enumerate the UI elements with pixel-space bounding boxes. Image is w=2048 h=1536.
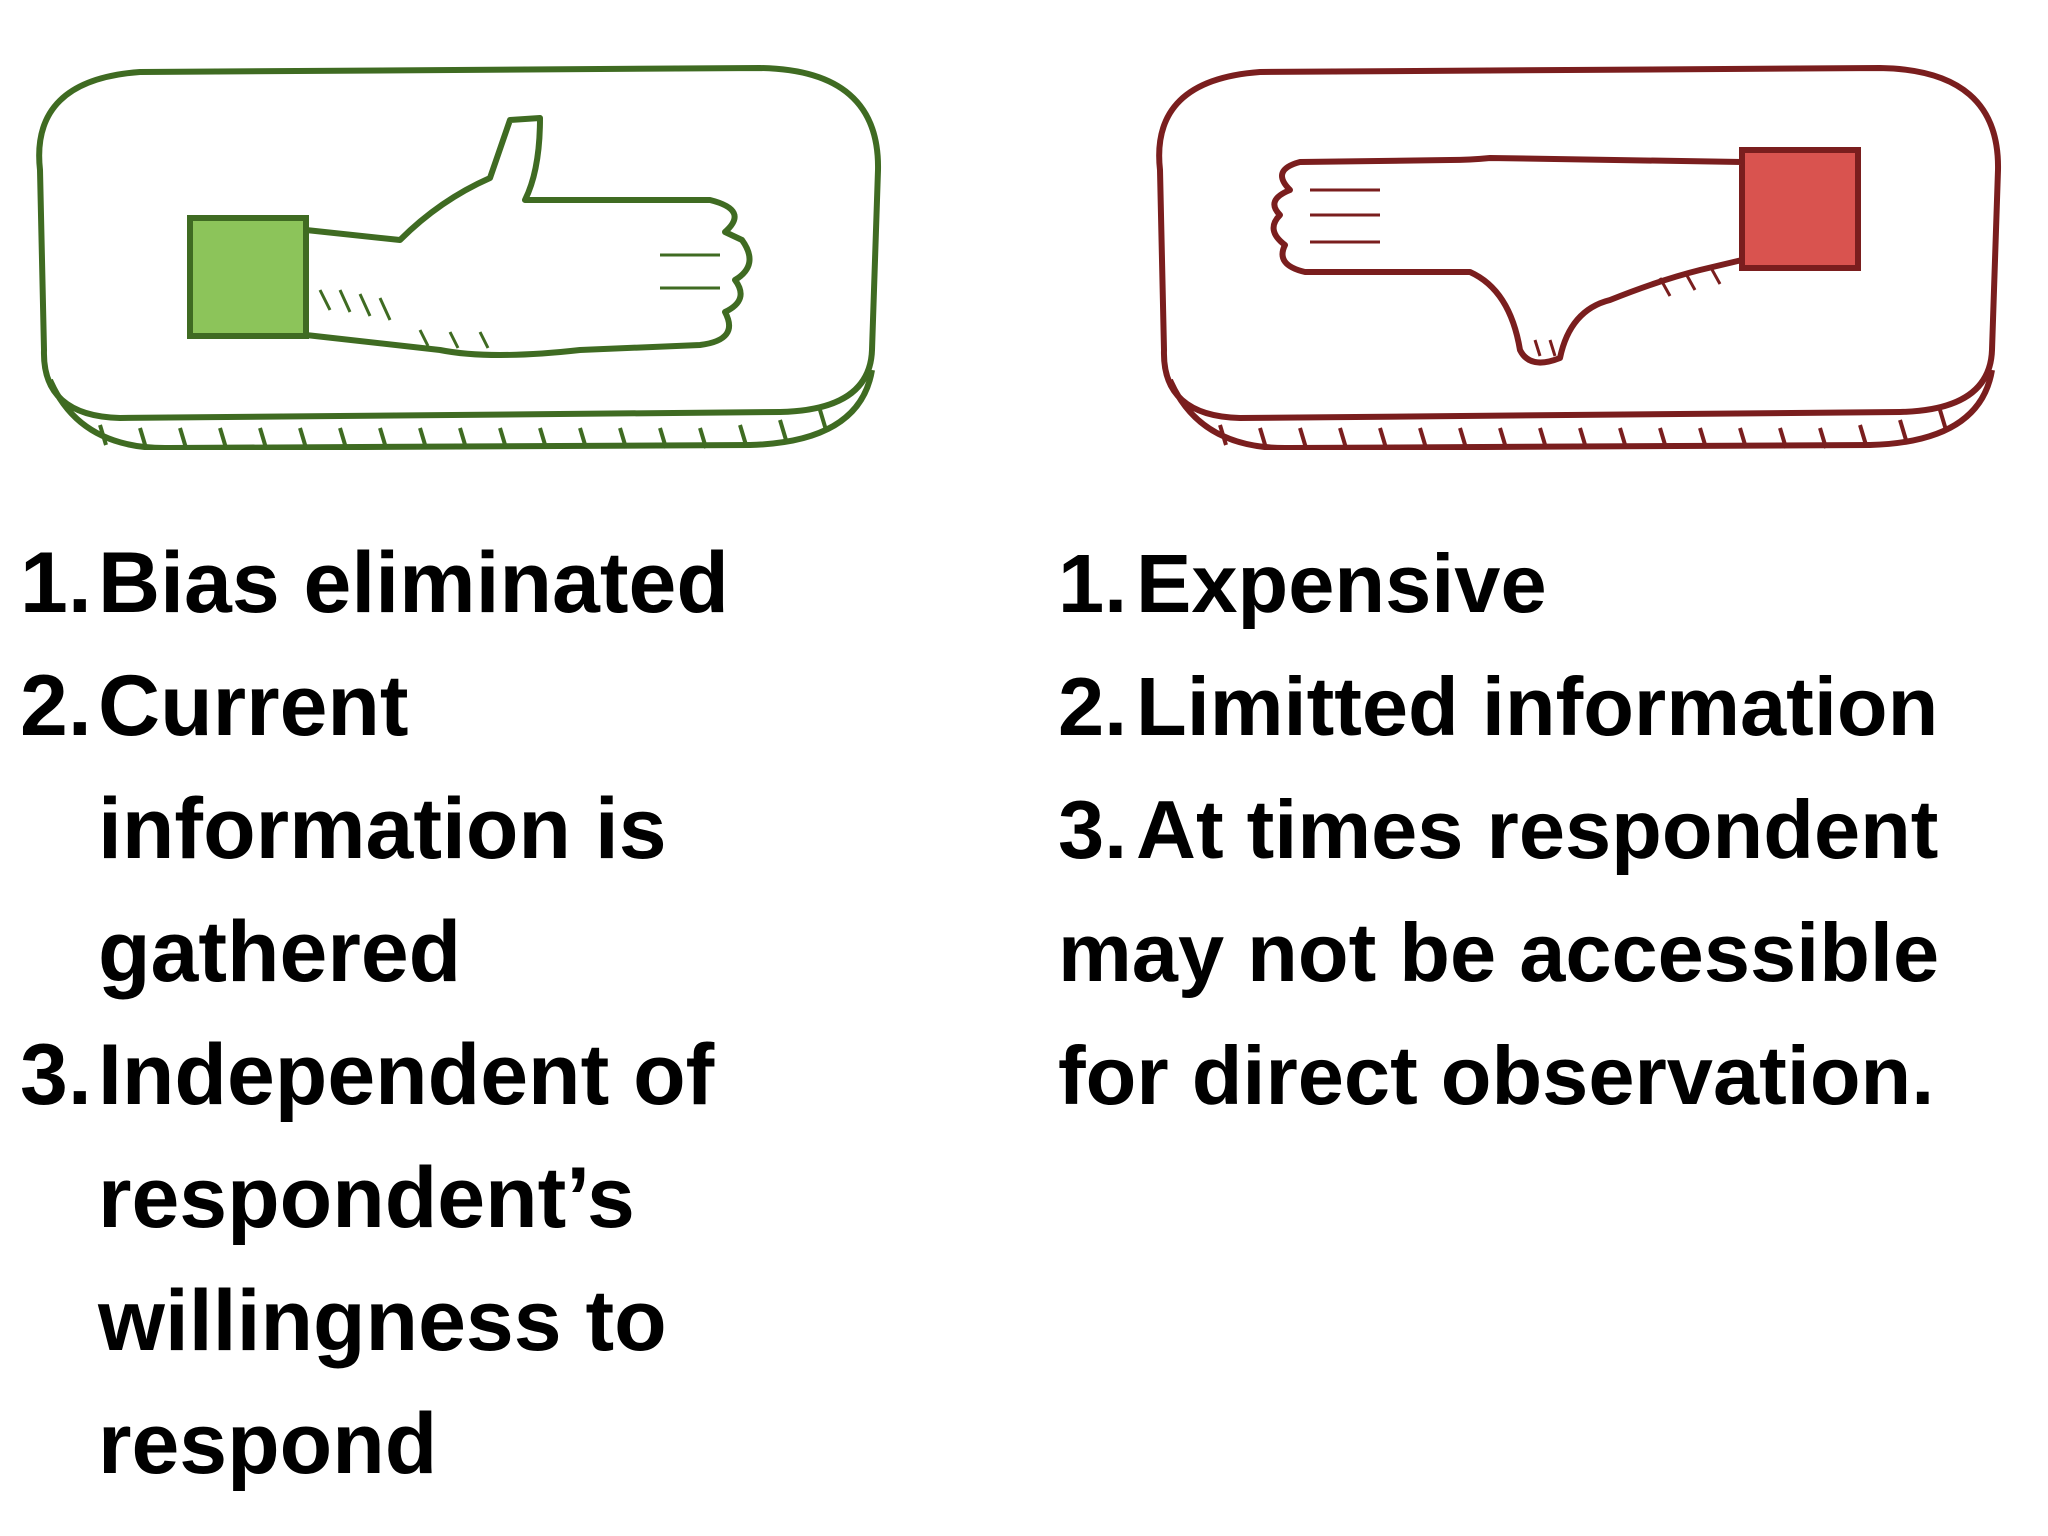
list-item: 1. Expensive	[1058, 522, 2038, 645]
list-item: 3. Independent of respondent’s willingne…	[20, 1014, 780, 1506]
cons-badge	[1140, 50, 2010, 450]
pros-list: 1. Bias eliminated 2. Current informatio…	[20, 522, 780, 1506]
item-number: 1.	[20, 535, 92, 631]
item-text: Current information is gathered	[98, 658, 667, 1000]
item-text-continuation: may not be accessible for direct observa…	[1058, 906, 1940, 1122]
item-text: Bias eliminated	[98, 535, 729, 631]
item-number: 3.	[20, 1027, 92, 1123]
item-number: 2.	[20, 658, 92, 754]
list-item: 1. Bias eliminated	[20, 522, 780, 645]
list-item: 3. At times respondent may not be access…	[1058, 768, 2038, 1137]
item-text: Independent of respondent’s willingness …	[98, 1027, 715, 1492]
item-number: 1.	[1058, 537, 1128, 630]
item-number: 2.	[1058, 660, 1128, 753]
item-text: Limitted information	[1136, 660, 1939, 753]
item-text: At times respondent	[1136, 783, 1939, 876]
pros-badge	[20, 50, 890, 450]
thumbs-down-icon	[1156, 64, 2002, 450]
list-item: 2. Current information is gathered	[20, 645, 780, 1014]
cons-list: 1. Expensive 2. Limitted information 3. …	[1058, 522, 2038, 1137]
item-text: Expensive	[1136, 537, 1547, 630]
thumbs-up-icon	[36, 64, 882, 450]
item-number: 3.	[1058, 783, 1128, 876]
list-item: 2. Limitted information	[1058, 645, 2038, 768]
